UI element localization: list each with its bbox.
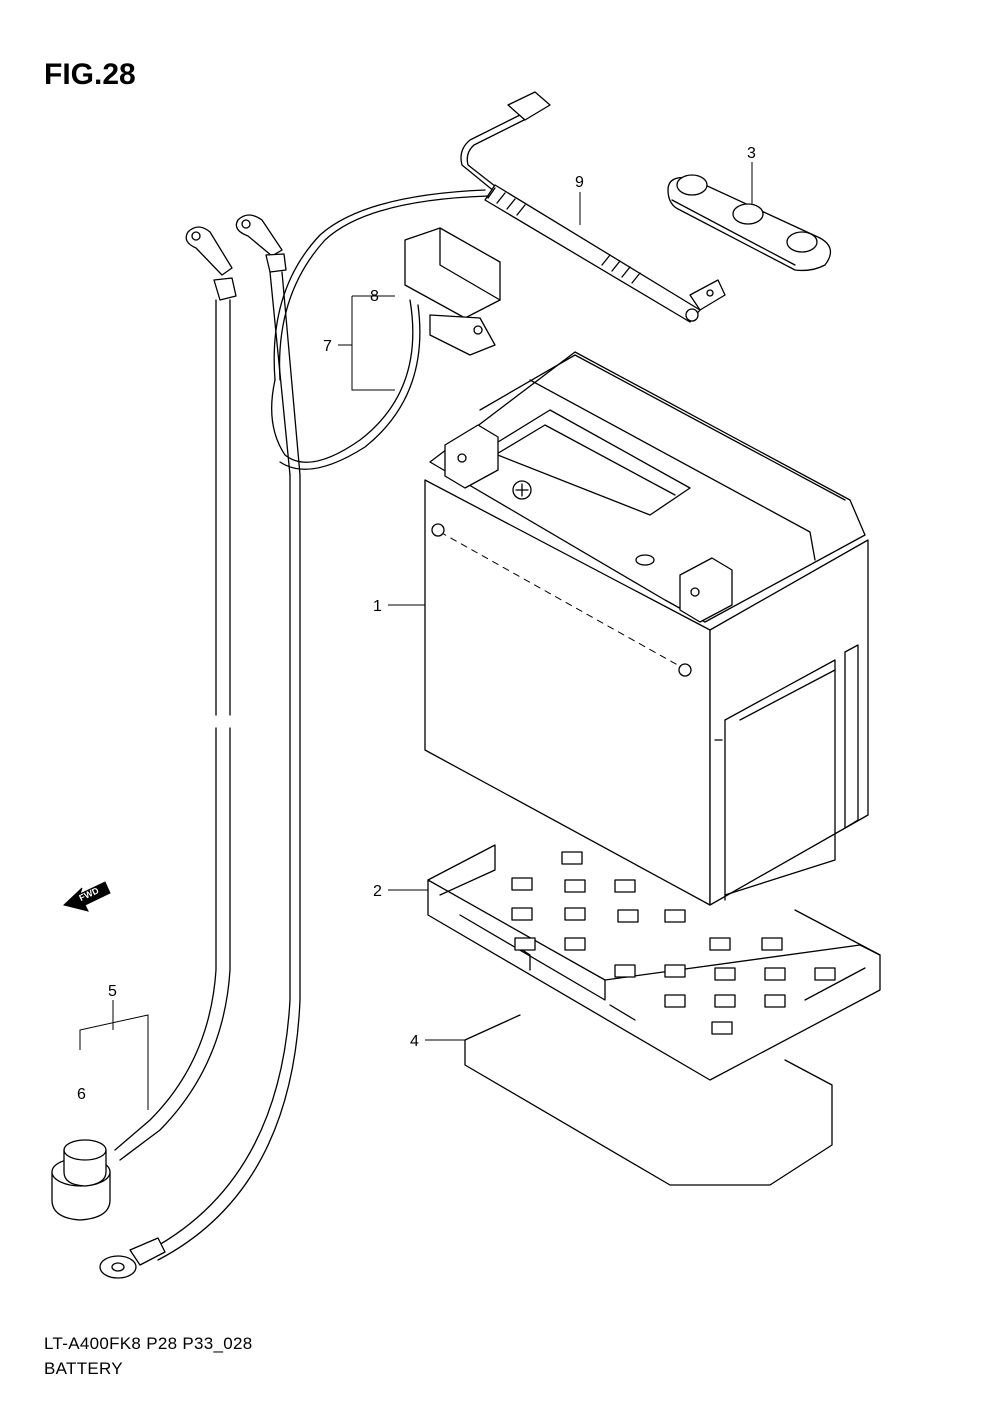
positive-cable[interactable] (271, 189, 501, 470)
callout-8: 8 (370, 288, 379, 305)
battery-tray[interactable] (427, 844, 881, 1081)
battery[interactable] (424, 351, 869, 906)
callout-4: 4 (410, 1033, 419, 1050)
fuse-lead-wire[interactable] (460, 91, 726, 323)
callout-6: 6 (77, 1086, 86, 1103)
callout-leaders (79, 162, 753, 1110)
callout-5: 5 (108, 983, 117, 1000)
negative-cable[interactable] (51, 214, 301, 1279)
callout-2: 2 (373, 883, 382, 900)
callout-9: 9 (575, 174, 584, 191)
callout-labels: 1 2 3 4 5 6 7 8 9 (77, 145, 756, 1103)
callout-1: 1 (373, 598, 382, 615)
callout-3: 3 (747, 145, 756, 162)
figure-title: FIG.28 (44, 58, 136, 91)
diagram-code: LT-A400FK8 P28 P33_028 (44, 1334, 253, 1353)
fwd-direction-arrow: FWD (62, 881, 111, 912)
diagram-name: BATTERY (44, 1359, 123, 1378)
terminal-cover-strip[interactable] (667, 174, 832, 272)
battery-pad[interactable] (464, 1014, 833, 1186)
callout-7: 7 (323, 338, 332, 355)
